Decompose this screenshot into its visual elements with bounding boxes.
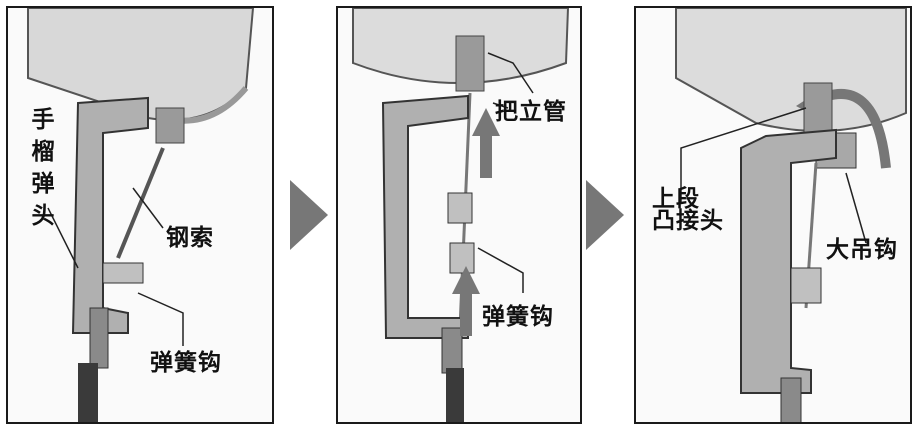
pipe-fitting bbox=[455, 35, 485, 92]
up-arrow-icon-1 bbox=[472, 108, 500, 178]
steel-cable-shape bbox=[116, 147, 165, 259]
upper-joint-label-line1: 上段 bbox=[652, 186, 700, 212]
step-arrow-2-icon bbox=[586, 180, 624, 250]
step-2-illustration bbox=[352, 8, 570, 422]
spring-hook-shape bbox=[790, 267, 822, 304]
step-arrow-1-icon bbox=[290, 180, 328, 250]
hose-shape bbox=[446, 368, 464, 422]
big-hook-label: 大吊钩 bbox=[826, 237, 898, 263]
step-3-panel: 上段 凸接头 大吊钩 bbox=[634, 6, 912, 424]
step-1-panel: 手榴弹头 钢索 弹簧钩 bbox=[6, 6, 274, 424]
hold-pipe-label: 把立管 bbox=[495, 99, 567, 125]
spring-hook-shape-b bbox=[449, 242, 475, 274]
bolt-shape bbox=[780, 377, 802, 422]
spring-hook-shape bbox=[102, 262, 144, 284]
spring-hook-label-2: 弹簧钩 bbox=[482, 304, 554, 330]
steel-cable-label: 钢索 bbox=[166, 225, 214, 251]
clamp-frame bbox=[740, 128, 837, 394]
clamp-frame bbox=[381, 94, 469, 339]
hose-shape bbox=[78, 363, 98, 422]
upper-joint-label-line2: 凸接头 bbox=[652, 208, 724, 234]
spring-hook-shape-a bbox=[447, 192, 473, 224]
step-1-illustration bbox=[27, 8, 255, 422]
pipe-fitting bbox=[155, 107, 185, 144]
upper-joint-label: 上段 凸接头 bbox=[652, 186, 724, 234]
hand-grenade-head-label: 手榴弹头 bbox=[31, 107, 55, 229]
up-arrow-icon-2 bbox=[452, 266, 480, 336]
step-2-panel: 把立管 弹簧钩 bbox=[336, 6, 582, 424]
spring-hook-label-1: 弹簧钩 bbox=[150, 350, 222, 376]
upper-joint-shape bbox=[803, 82, 833, 134]
